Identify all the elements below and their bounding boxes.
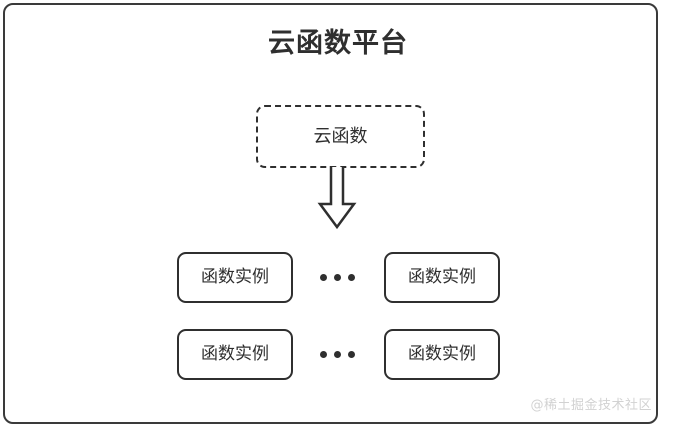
watermark: @稀土掘金技术社区 [530, 398, 652, 413]
ellipsis-dot [347, 351, 355, 358]
down-block-arrow-icon [314, 165, 360, 230]
function-instance-node: 函数实例 [384, 329, 500, 380]
page-title: 云函数平台 [268, 28, 408, 59]
function-instance-node: 函数实例 [384, 252, 500, 303]
function-instance-label: 函数实例 [408, 267, 476, 287]
function-instance-node: 函数实例 [177, 329, 293, 380]
instance-row: 函数实例 函数实例 [0, 252, 676, 303]
instance-row: 函数实例 函数实例 [0, 329, 676, 380]
cloud-function-node: 云函数 [256, 105, 425, 168]
ellipsis-dot [333, 351, 341, 358]
ellipsis-icon [313, 329, 361, 380]
ellipsis-icon [313, 252, 361, 303]
ellipsis-dot [319, 274, 327, 281]
ellipsis-dot [319, 351, 327, 358]
function-instance-label: 函数实例 [408, 344, 476, 364]
ellipsis-dot [347, 274, 355, 281]
ellipsis-dot [333, 274, 341, 281]
function-instance-label: 函数实例 [201, 267, 269, 287]
function-instance-label: 函数实例 [201, 344, 269, 364]
function-instance-node: 函数实例 [177, 252, 293, 303]
cloud-function-label: 云函数 [313, 125, 368, 147]
